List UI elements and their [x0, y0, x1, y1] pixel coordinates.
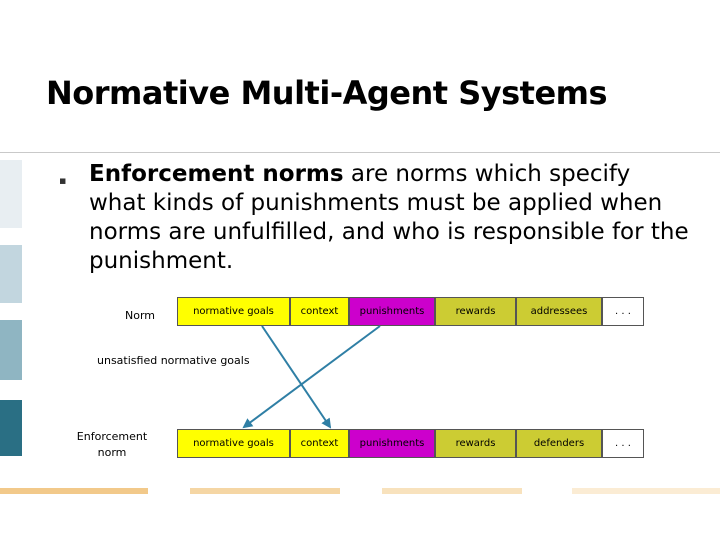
norm-cell-addressees: addressees [516, 297, 602, 326]
enforcement-cell-punishments: punishments [349, 429, 435, 458]
bottom-bar-4 [572, 488, 720, 494]
left-bar-1 [0, 160, 22, 228]
slide-title: Normative Multi-Agent Systems [46, 74, 608, 112]
norm-row-label: Norm [124, 309, 155, 322]
norm-cell-context: context [290, 297, 349, 326]
bullet-body: are norms which specify what kinds of pu… [89, 161, 689, 274]
enforcement-cell-rewards: rewards [435, 429, 516, 458]
bullet-text: Enforcement norms are norms which specif… [89, 160, 689, 276]
norm-cell-normative-goals: normative goals [177, 297, 290, 326]
title-divider [0, 152, 720, 153]
norm-cell-ellipsis: . . . [602, 297, 644, 326]
left-bar-2 [0, 245, 22, 303]
left-bar-4 [0, 400, 22, 456]
bottom-bar-3 [382, 488, 522, 494]
enforcement-cell-ellipsis: . . . [602, 429, 644, 458]
norm-cell-punishments: punishments [349, 297, 435, 326]
bullet-lead: Enforcement norms [89, 161, 344, 187]
bottom-bar-1 [0, 488, 148, 494]
arrow-goals-to-context [261, 325, 332, 429]
enforcement-cell-normative-goals: normative goals [177, 429, 290, 458]
left-bar-3 [0, 320, 22, 380]
unsatisfied-goals-label: unsatisfied normative goals [97, 354, 250, 367]
enforcement-cell-defenders: defenders [516, 429, 602, 458]
enforcement-row-label: Enforcement norm [76, 430, 148, 459]
norm-cell-rewards: rewards [435, 297, 516, 326]
arrow-punishments-to-goals [242, 325, 381, 429]
bullet-marker: ▪ [59, 174, 67, 187]
enforcement-cell-context: context [290, 429, 349, 458]
bottom-bar-2 [190, 488, 340, 494]
